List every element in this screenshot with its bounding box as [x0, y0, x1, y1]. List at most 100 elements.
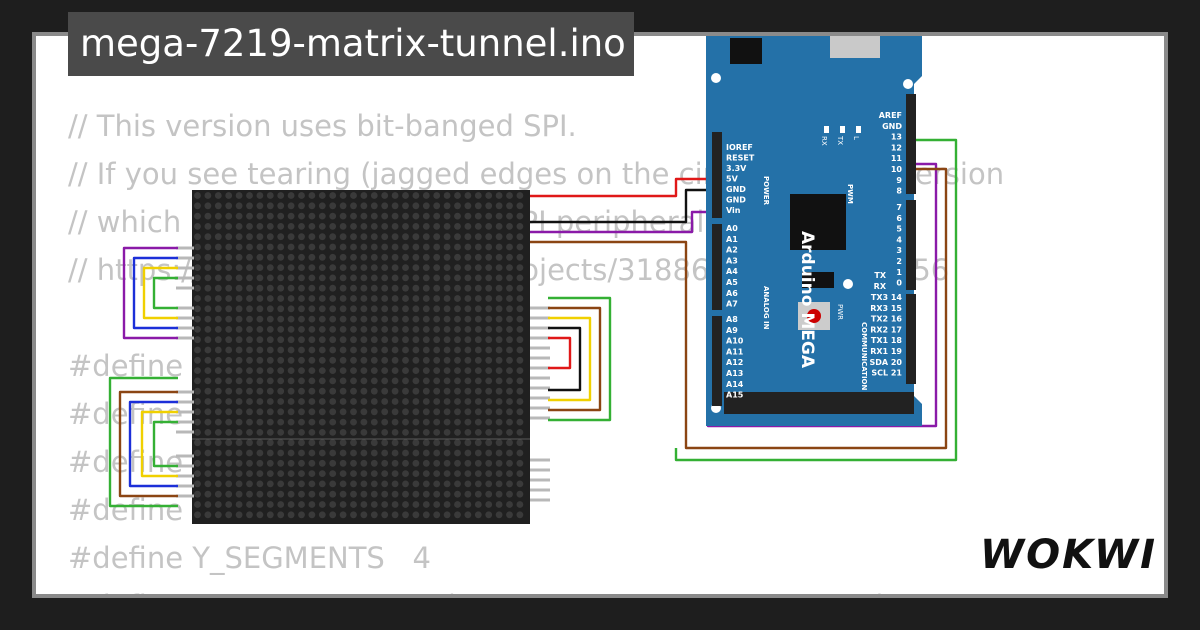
led-dot	[287, 315, 295, 323]
led-dot	[308, 305, 316, 313]
led-dot	[464, 367, 472, 374]
led-dot	[474, 480, 482, 488]
led-dot	[402, 511, 409, 519]
led-dot	[506, 192, 513, 199]
led-dot	[402, 387, 409, 395]
led-dot	[391, 264, 399, 271]
led-dot	[443, 223, 451, 230]
pin-label: TX	[874, 271, 886, 280]
led-dot	[391, 449, 399, 457]
led-dot	[329, 439, 337, 447]
wire-brown-right	[548, 306, 602, 412]
led-dot	[214, 398, 222, 405]
led-dot	[381, 490, 389, 498]
led-dot	[266, 429, 274, 436]
led-dot	[246, 356, 253, 364]
led-dot	[225, 295, 233, 302]
led-dot	[329, 377, 337, 385]
led-dot	[391, 315, 399, 323]
simulation-preview-card[interactable]: // This version uses bit-banged SPI.// I…	[36, 36, 1164, 594]
led-dot	[485, 356, 493, 364]
led-dot	[506, 336, 513, 344]
led-dot	[464, 470, 472, 477]
led-dot	[433, 233, 441, 241]
circuit-diagram[interactable]: IOREFRESET3.3V5VGNDGNDVinA0A1A2A3A4A5A6A…	[36, 36, 1164, 594]
led-dot	[370, 480, 378, 488]
led-dot	[391, 511, 399, 519]
led-dot	[214, 315, 222, 323]
led-dot	[318, 418, 326, 426]
led-dot	[214, 305, 222, 313]
led-dot	[516, 264, 524, 271]
led-dot	[516, 387, 524, 395]
led-dot	[443, 253, 451, 261]
led-dot	[350, 346, 357, 354]
led-dot	[339, 459, 347, 467]
led-dot	[214, 511, 222, 519]
led-dot	[516, 346, 524, 354]
led-dot	[422, 377, 430, 385]
led-dot	[256, 356, 264, 364]
wokwi-logo[interactable]: WOKWI	[976, 524, 1156, 584]
led-dot	[485, 511, 493, 519]
led-dot	[360, 264, 368, 271]
led-dot	[443, 315, 451, 323]
led-dot	[464, 315, 472, 323]
pin-label: TX1 18	[871, 336, 903, 345]
wire-black-right	[548, 326, 582, 392]
led-dot	[214, 480, 222, 488]
pwm-header-top	[906, 94, 916, 194]
led-dot	[506, 264, 513, 271]
led-dot	[495, 212, 503, 220]
mount-hole	[711, 73, 721, 83]
led-dot	[495, 408, 503, 416]
led-dot	[214, 449, 222, 457]
led-dot	[402, 284, 409, 292]
led-dot	[402, 459, 409, 467]
led-dot	[516, 305, 524, 313]
led-dot	[454, 223, 461, 230]
led-dot	[194, 398, 201, 405]
led-dot	[485, 490, 493, 498]
led-dot	[485, 305, 493, 313]
led-dot	[350, 398, 357, 405]
led-dot	[464, 408, 472, 416]
led-dot	[194, 202, 201, 210]
led-dot	[464, 346, 472, 354]
led-dot	[350, 274, 357, 282]
arduino-mega-board[interactable]: IOREFRESET3.3V5VGNDGNDVinA0A1A2A3A4A5A6A…	[706, 36, 922, 426]
led-dot	[422, 253, 430, 261]
led-dot	[298, 346, 305, 354]
led-dot	[360, 223, 368, 230]
pin-label: 4	[896, 235, 902, 244]
led-dot	[433, 480, 441, 488]
led-dot	[350, 439, 357, 447]
led-dot	[235, 315, 243, 323]
led-dot	[318, 356, 326, 364]
led-dot	[370, 274, 378, 282]
led-dot	[370, 233, 378, 241]
led-dot	[214, 356, 222, 364]
led-dot	[433, 284, 441, 292]
led-dot	[318, 439, 326, 447]
led-dot	[256, 233, 264, 241]
led-dot	[412, 377, 420, 385]
led-dot	[391, 470, 399, 477]
led-dot	[402, 429, 409, 436]
led-dot	[412, 212, 420, 220]
led-dot	[402, 295, 409, 302]
led-dot	[516, 377, 524, 385]
led-dot	[287, 501, 295, 508]
led-dot	[308, 377, 316, 385]
led-dot	[266, 212, 274, 220]
board-name: Arduino MEGA	[797, 231, 817, 369]
led-dot	[194, 418, 201, 426]
led-dot	[412, 264, 420, 271]
led-dot	[381, 398, 389, 405]
led-dot	[266, 336, 274, 344]
led-dot	[339, 192, 347, 199]
led-dot	[485, 459, 493, 467]
led-dot	[412, 387, 420, 395]
led-dot	[329, 233, 337, 241]
led-dot	[266, 501, 274, 508]
